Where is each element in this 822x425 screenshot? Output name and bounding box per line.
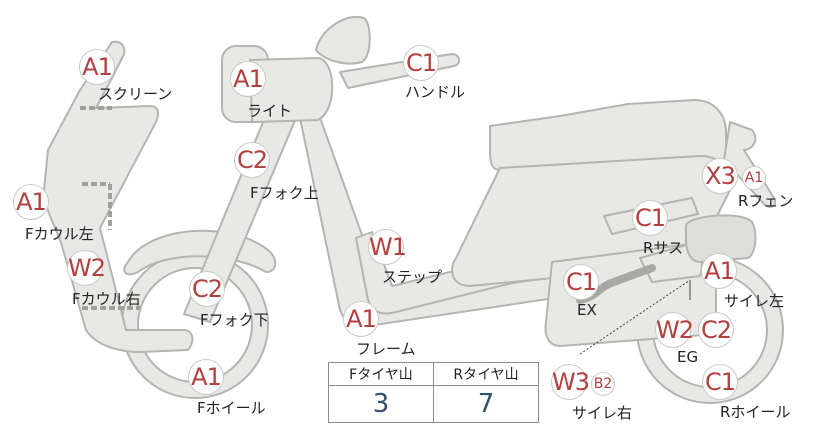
rear-tire-value: 7 [433, 385, 539, 423]
sub-code-badge: A1 [742, 166, 766, 190]
rear-tire-header: Rタイヤ山 [433, 362, 539, 386]
sub-code-badge: B2 [591, 372, 615, 396]
part-label: サイレ左 [724, 292, 785, 310]
part-label: Fカウル左 [25, 225, 94, 243]
second-code-badge: C2 [698, 312, 734, 348]
code-badge: C1 [702, 364, 738, 400]
part-label: Fフォク下 [200, 311, 269, 329]
code-badge: X3 [702, 158, 738, 194]
mirror-shape [315, 15, 371, 65]
part-label: Rホイール [720, 403, 791, 421]
part-label: Rフェン [738, 192, 794, 210]
code-badge: C1 [632, 200, 668, 236]
part-label: スクリーン [98, 85, 173, 103]
part-label: Fカウル右 [72, 290, 141, 308]
part-label: EX [577, 301, 597, 319]
part-label: ハンドル [405, 83, 466, 101]
part-label: ステップ [382, 268, 443, 286]
table-value-row: 3 7 [328, 385, 539, 423]
front-tire-header: Fタイヤ山 [328, 362, 434, 386]
code-badge: C2 [234, 142, 270, 178]
part-label: Rサス [643, 239, 684, 257]
code-badge: A1 [701, 253, 737, 289]
headlight-cowl-shape [249, 57, 334, 123]
code-badge: A1 [343, 301, 379, 337]
table-header-row: Fタイヤ山 Rタイヤ山 [328, 362, 539, 386]
code-badge: A1 [13, 184, 49, 220]
part-label: サイレ右 [572, 404, 633, 422]
code-badge: W2 [655, 312, 694, 348]
front-tire-value: 3 [328, 385, 434, 423]
code-badge: W2 [67, 250, 106, 286]
silencer-shape [685, 214, 757, 264]
part-label: ライト [247, 102, 293, 120]
code-badge: W1 [368, 229, 407, 265]
tire-tread-table: Fタイヤ山 Rタイヤ山 3 7 [328, 362, 539, 423]
code-badge: A1 [230, 61, 266, 97]
rear-body-shape [489, 99, 727, 171]
code-badge: A1 [188, 359, 224, 395]
part-label: フレーム [356, 340, 416, 358]
code-badge: C2 [189, 271, 225, 307]
part-label: Fフォク上 [250, 184, 319, 202]
code-badge: C1 [403, 45, 439, 81]
part-label: Fホイール [197, 399, 266, 417]
front-wheel-shape [121, 251, 269, 399]
part-label: EG [677, 348, 699, 366]
code-badge: A1 [79, 49, 115, 85]
code-badge: W3 [551, 364, 590, 400]
code-badge: C1 [563, 264, 599, 300]
cowl-seam-lines [80, 106, 140, 310]
